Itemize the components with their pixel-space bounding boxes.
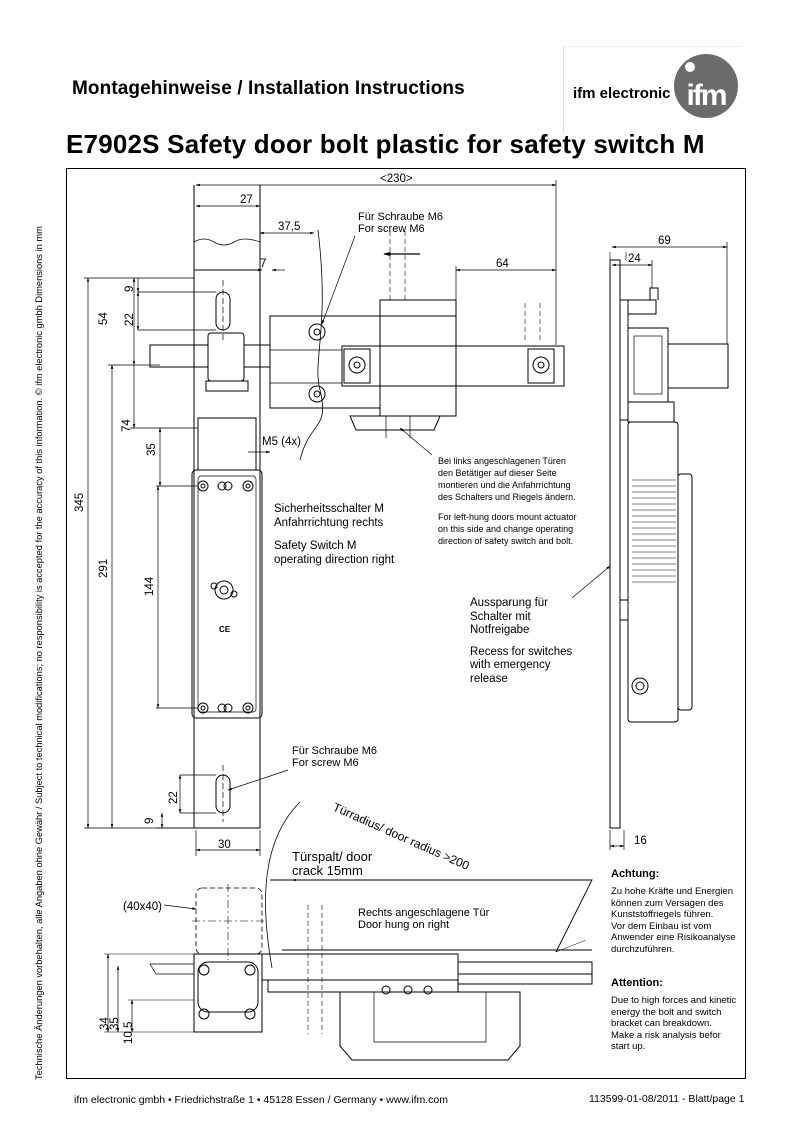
note-recess: Aussparung für Schalter mit Notfreigabe … (470, 597, 572, 686)
note-recess-en-2: with emergency (470, 659, 551, 671)
note-door-gap: Türspalt/ door crack 15mm (292, 850, 372, 878)
note-left-hung-de-1: Bei links angeschlagenen Türen (438, 456, 566, 466)
note-switch-en-1: Safety Switch M (274, 540, 357, 552)
dim-291: 291 (98, 559, 110, 578)
ifm-logo: ifm (674, 54, 738, 118)
dim-30: 30 (218, 839, 231, 851)
note-switch-de-2: Anfahrrichtung rechts (274, 516, 384, 529)
warning-en-title: Attention: (611, 977, 663, 989)
note-safety-switch: Sicherheitsschalter M Anfahrrichtung rec… (274, 503, 394, 567)
top-view (104, 801, 593, 1061)
note-switch-de-1: Sicherheitsschalter M (274, 503, 384, 515)
dim-74: 74 (121, 419, 133, 432)
dim-54: 54 (98, 312, 110, 325)
warning-de-line: Vor dem Einbau ist vom (611, 920, 712, 932)
drawing-frame (66, 168, 746, 1079)
dim-35: 35 (146, 443, 158, 456)
dimension-lines (84, 180, 557, 856)
warning-en-line: Due to high forces and kinetic (611, 995, 737, 1006)
warning-de-line: Kunststoffriegels führen. (611, 909, 714, 920)
logo-mark: ifm (687, 79, 726, 112)
note-switch-en-2: operating direction right (274, 553, 395, 566)
note-right-hung: Rechts angeschlagene Tür Door hung on ri… (358, 907, 489, 931)
dim-64: 64 (496, 258, 509, 270)
note-recess-de-1: Aussparung für (470, 597, 548, 609)
note-left-hung-en-3: direction of safety switch and bolt. (438, 536, 574, 546)
page-title: E7902S Safety door bolt plastic for safe… (66, 129, 705, 159)
warning-en: Attention: Due to high forces and kineti… (611, 977, 736, 1053)
bolt-assembly (259, 229, 565, 462)
warning-en-line: energy the bolt and switch (611, 1006, 722, 1018)
note-left-hung: Bei links angeschlagenen Türen den Betät… (438, 455, 577, 547)
ce-mark: CE (219, 625, 231, 634)
note-screw-top: Für Schraube M6 For screw M6 (358, 211, 443, 235)
note-screw-bottom-en: For screw M6 (292, 757, 359, 769)
side-view-dimensions (609, 242, 728, 850)
dim-24: 24 (628, 253, 641, 265)
dim-22-top: 22 (124, 313, 136, 326)
warning-en-line: Make a risk analysis befor (611, 1029, 721, 1041)
dim-37-5: 37,5 (278, 221, 300, 233)
bracket-plate (193, 185, 261, 829)
note-left-hung-en-1: For left-hung doors mount actuator (438, 512, 577, 522)
note-recess-en-1: Recess for switches (470, 645, 573, 658)
section-title: Montagehinweise / Installation Instructi… (72, 78, 465, 99)
warning-de-title: Achtung: (611, 868, 660, 880)
dim-230: <230> (380, 173, 413, 185)
dim-40x40: (40x40) (123, 901, 162, 913)
note-recess-en-3: release (470, 672, 508, 685)
dim-69: 69 (658, 235, 671, 247)
dim-7: 7 (260, 258, 266, 270)
note-screw-bottom: Für Schraube M6 For screw M6 (292, 745, 377, 769)
note-screw-top-en: For screw M6 (358, 223, 425, 235)
note-screw-bottom-de: Für Schraube M6 (292, 745, 377, 757)
warning-en-line: start up. (611, 1041, 646, 1052)
dim-9-top: 9 (124, 286, 136, 292)
note-recess-de-2: Schalter mit (470, 610, 531, 623)
leader-lines (163, 235, 611, 910)
note-recess-de-3: Notfreigabe (470, 624, 530, 636)
dim-10-5: 10,5 (123, 1022, 135, 1044)
dim-9-bottom: 9 (144, 818, 156, 824)
actuator-head (149, 332, 271, 392)
warning-en-line: bracket can breakdown. (611, 1018, 712, 1029)
dim-22-bottom: 22 (168, 791, 180, 804)
note-screw-top-de: Für Schraube M6 (358, 211, 443, 223)
dim-35-bottom: 35 (109, 1017, 121, 1030)
dim-144: 144 (144, 576, 156, 596)
logo-area (563, 46, 742, 133)
dim-16: 16 (634, 835, 647, 847)
note-right-hung-en: Door hung on right (358, 919, 450, 931)
brand-name: ifm electronic (573, 85, 671, 102)
m5-label: M5 (4x) (262, 436, 301, 448)
note-left-hung-de-4: des Schalters und Riegels ändern. (438, 492, 576, 502)
dim-34: 34 (99, 1017, 111, 1030)
note-gap-1: Türspalt/ door (292, 849, 373, 864)
safety-switch-body: CE (191, 417, 263, 719)
warning-de-line: Zu hohe Kräfte und Energien (611, 886, 734, 897)
dim-345: 345 (74, 493, 86, 512)
warning-de: Achtung: Zu hohe Kräfte und Energien kön… (611, 868, 736, 955)
warning-de-line: durchzuführen. (611, 943, 675, 955)
note-left-hung-de-3: montieren und die Anfahrrichtung (438, 480, 571, 490)
footer-address: ifm electronic gmbh • Friedrichstraße 1 … (74, 1094, 448, 1106)
note-left-hung-de-2: den Betätiger auf dieser Seite (438, 468, 557, 478)
top-view-dimensions (106, 878, 362, 1033)
warning-de-line: Anwender eine Risikoanalyse (611, 932, 736, 943)
side-view (609, 252, 729, 829)
note-gap-2: crack 15mm (292, 863, 363, 878)
note-right-hung-de: Rechts angeschlagene Tür (358, 907, 490, 919)
footer-doc-ref: 113599-01-08/2011 - Blatt/page 1 (589, 1093, 745, 1105)
warning-de-line: können zum Versagen des (611, 897, 724, 909)
dim-27: 27 (240, 194, 253, 206)
note-left-hung-en-2: on this side and change operating (438, 524, 574, 534)
